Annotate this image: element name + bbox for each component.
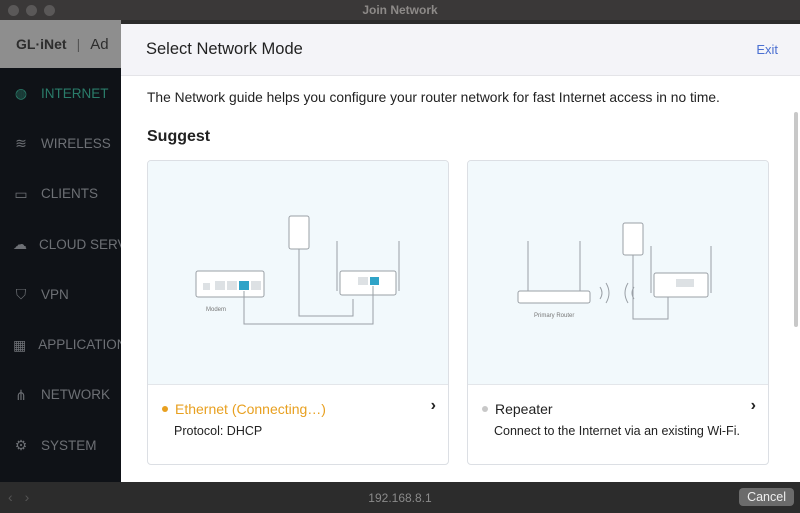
sidebar-item-label: CLOUD SERVICES bbox=[39, 236, 121, 252]
card-description: Connect to the Internet via an existing … bbox=[494, 424, 740, 438]
dialog-title: Select Network Mode bbox=[146, 40, 303, 58]
header-text: Ad bbox=[90, 36, 109, 53]
gear-icon: ⚙ bbox=[14, 437, 28, 454]
title-bar: Join Network bbox=[0, 0, 800, 20]
modem-label: Modem bbox=[206, 307, 226, 313]
card-title: Repeater bbox=[495, 401, 553, 417]
sidebar: ◍ INTERNET ≋ WIRELESS ▭ CLIENTS ☁ CLOUD SERVICE… bbox=[0, 68, 121, 482]
app-header: GL·iNet|Ad bbox=[0, 20, 121, 68]
sidebar-item-label: CLIENTS bbox=[41, 186, 99, 202]
exit-button[interactable]: Exit bbox=[756, 42, 778, 57]
sidebar-item-label: SYSTEM bbox=[41, 437, 97, 453]
close-window-button[interactable] bbox=[8, 5, 19, 16]
minimize-window-button[interactable] bbox=[26, 5, 37, 16]
network-icon: ⋔ bbox=[15, 386, 27, 403]
logo: GL·iNet bbox=[16, 36, 67, 52]
chevron-right-icon: › bbox=[430, 397, 436, 414]
section-heading: Suggest bbox=[147, 128, 211, 145]
intro-text: The Network guide helps you configure yo… bbox=[147, 90, 720, 105]
window-title: Join Network bbox=[362, 3, 438, 17]
primary-router-label: Primary Router bbox=[534, 313, 574, 319]
url-label: 192.168.8.1 bbox=[368, 491, 432, 505]
wifi-icon: ≋ bbox=[15, 135, 27, 152]
bottom-bar: ‹› 192.168.8.1 Cancel bbox=[0, 482, 800, 513]
card-title: Ethernet (Connecting…) bbox=[175, 401, 326, 417]
network-mode-dialog: Select Network Mode Exit The Network gui… bbox=[121, 24, 800, 482]
cloud-icon: ☁ bbox=[13, 236, 27, 253]
status-dot bbox=[162, 406, 168, 412]
globe-icon: ◍ bbox=[14, 85, 28, 102]
shield-icon: ⛉ bbox=[15, 286, 27, 303]
sidebar-item-network[interactable]: ⋔ NETWORK bbox=[0, 370, 121, 420]
sidebar-item-label: WIRELESS bbox=[41, 135, 111, 151]
apps-icon: ▦ bbox=[13, 336, 27, 353]
ethernet-mode-card[interactable]: Modem Ethernet (Connecting…) Protocol: D… bbox=[147, 160, 449, 465]
card-description: Protocol: DHCP bbox=[174, 424, 263, 438]
scrollbar[interactable] bbox=[794, 102, 800, 342]
sidebar-item-label: VPN bbox=[41, 286, 69, 302]
sidebar-item-label: NETWORK bbox=[41, 387, 110, 403]
sidebar-item-cloud-services[interactable]: ☁ CLOUD SERVICES bbox=[0, 219, 121, 269]
devices-icon: ▭ bbox=[14, 185, 28, 202]
forward-button[interactable]: › bbox=[24, 489, 42, 505]
sidebar-item-system[interactable]: ⚙ SYSTEM bbox=[0, 420, 121, 470]
ethernet-diagram: Modem bbox=[148, 161, 448, 385]
sidebar-item-clients[interactable]: ▭ CLIENTS bbox=[0, 169, 121, 219]
sidebar-item-internet[interactable]: ◍ INTERNET bbox=[0, 68, 121, 118]
zoom-window-button[interactable] bbox=[44, 5, 55, 16]
sidebar-item-label: INTERNET bbox=[41, 85, 109, 101]
cancel-button[interactable]: Cancel bbox=[739, 488, 794, 506]
repeater-mode-card[interactable]: Primary Router Repeater Connect to the I… bbox=[467, 160, 769, 465]
chevron-right-icon: › bbox=[750, 397, 756, 414]
sidebar-item-label: APPLICATIONS bbox=[38, 337, 121, 353]
back-button[interactable]: ‹ bbox=[8, 489, 25, 505]
status-dot bbox=[482, 406, 488, 412]
sidebar-item-vpn[interactable]: ⛉ VPN bbox=[0, 269, 121, 319]
repeater-diagram: Primary Router bbox=[468, 161, 768, 385]
sidebar-item-wireless[interactable]: ≋ WIRELESS bbox=[0, 118, 121, 168]
sidebar-item-applications[interactable]: ▦ APPLICATIONS bbox=[0, 319, 121, 369]
